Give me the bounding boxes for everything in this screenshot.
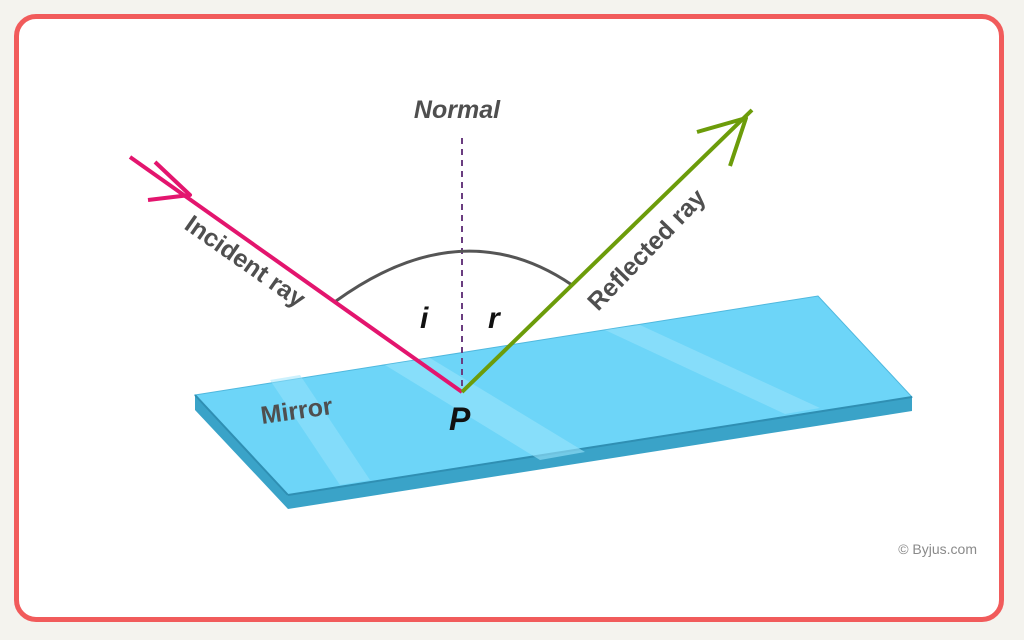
point-p-label: P <box>449 401 471 437</box>
angle-arc <box>335 249 573 303</box>
mirror-glare <box>385 358 585 460</box>
incident-ray-label: Incident ray <box>180 210 311 313</box>
angle-reflection-label: r <box>488 302 502 335</box>
incident-arrow-head <box>147 160 192 202</box>
mirror-glare <box>605 325 820 414</box>
mirror-glare <box>270 375 370 485</box>
reflected-ray <box>460 108 754 394</box>
normal-label: Normal <box>414 96 501 124</box>
mirror: Mirror <box>193 295 914 509</box>
reflected-arrow-head <box>696 116 748 167</box>
credit-text: © Byjus.com <box>898 541 977 557</box>
angle-incidence-label: i <box>420 302 429 335</box>
mirror-edge-line <box>287 396 913 496</box>
reflected-ray-label: Reflected ray <box>582 184 711 316</box>
mirror-side-line <box>194 394 289 496</box>
incident-ray <box>128 155 464 394</box>
